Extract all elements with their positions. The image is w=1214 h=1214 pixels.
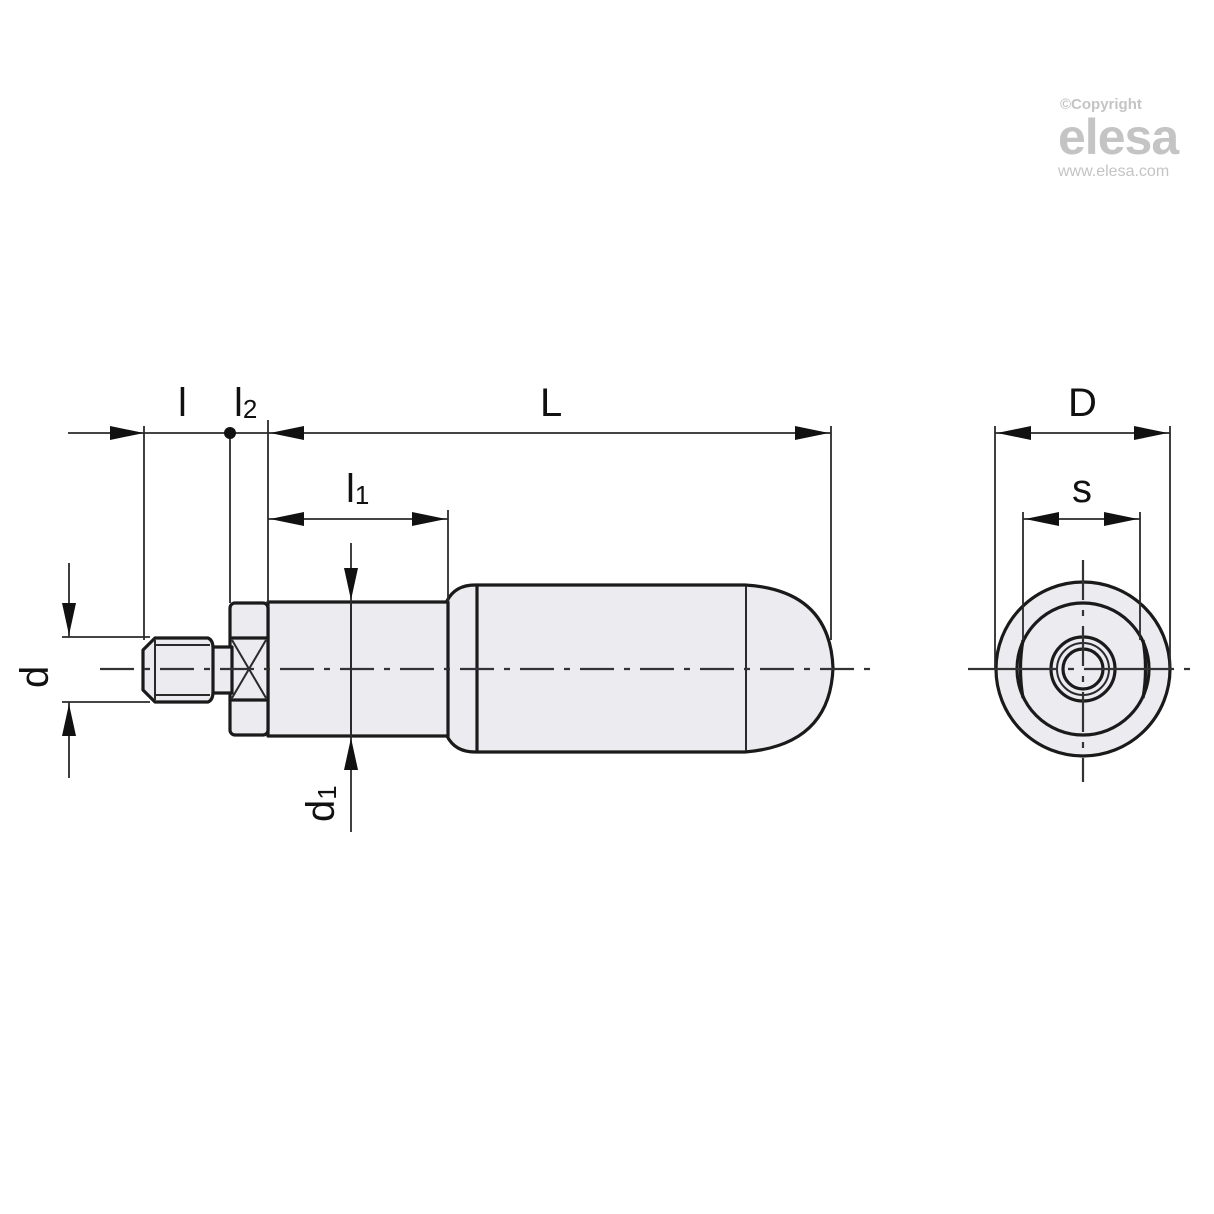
dim-label-L: L	[540, 381, 562, 425]
side-view: l l2 L l1 d d1	[13, 381, 880, 832]
dim-label-s: s	[1072, 467, 1092, 511]
elesa-watermark: ©Copyright elesa www.elesa.com	[1058, 96, 1208, 181]
copyright-text: ©Copyright	[1060, 96, 1142, 113]
dim-label-l2: l2	[234, 381, 257, 425]
dim-label-l: l	[178, 381, 187, 425]
brand-logo: elesa	[1058, 109, 1179, 165]
l2-reference-dot	[224, 427, 236, 439]
brand-url: www.elesa.com	[1058, 163, 1170, 180]
end-view: D s	[968, 381, 1193, 782]
dim-label-d: d	[13, 666, 57, 688]
dim-label-d1: d1	[299, 785, 343, 822]
dim-label-D: D	[1068, 381, 1097, 425]
dim-label-l1: l1	[346, 467, 369, 511]
